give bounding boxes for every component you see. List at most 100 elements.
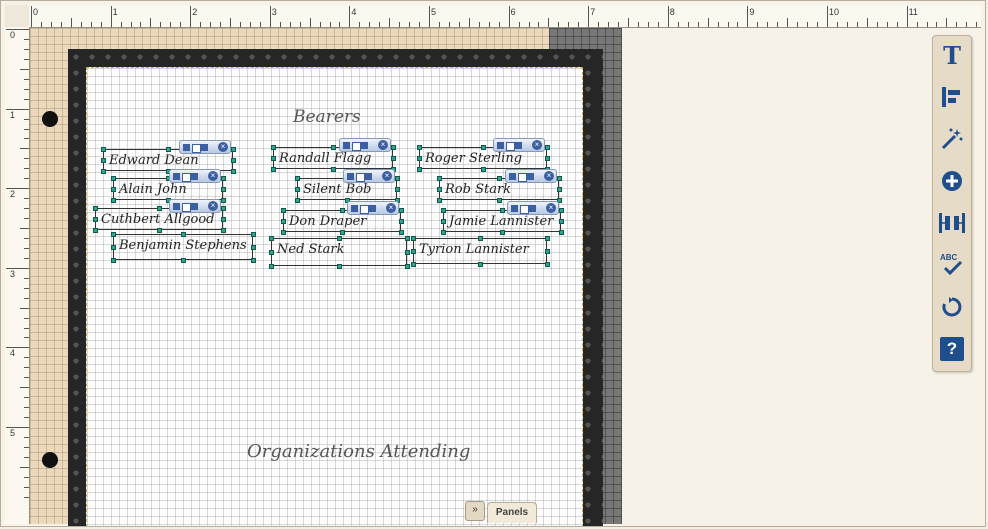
resize-handle[interactable] [559, 208, 564, 213]
resize-handle[interactable] [281, 208, 286, 213]
resize-handle[interactable] [417, 145, 422, 150]
resize-handle[interactable] [411, 249, 416, 254]
resize-handle[interactable] [251, 232, 256, 237]
resize-handle[interactable] [441, 208, 446, 213]
resize-handle[interactable] [557, 176, 562, 181]
resize-handle[interactable] [157, 228, 162, 233]
close-icon[interactable]: × [208, 171, 218, 181]
resize-handle[interactable] [417, 156, 422, 161]
resize-handle[interactable] [271, 167, 276, 172]
resize-handle[interactable] [295, 176, 300, 181]
resize-handle[interactable] [559, 219, 564, 224]
resize-handle[interactable] [269, 250, 274, 255]
resize-handle[interactable] [331, 145, 336, 150]
resize-handle[interactable] [251, 258, 256, 263]
resize-handle[interactable] [405, 236, 410, 241]
resize-handle[interactable] [545, 262, 550, 267]
close-icon[interactable]: × [208, 201, 218, 211]
resize-handle[interactable] [337, 236, 342, 241]
resize-handle[interactable] [93, 206, 98, 211]
resize-handle[interactable] [101, 158, 106, 163]
resize-handle[interactable] [478, 262, 483, 267]
resize-handle[interactable] [181, 258, 186, 263]
close-icon[interactable]: × [218, 142, 228, 152]
resize-handle[interactable] [497, 176, 502, 181]
element-controls[interactable]: × [347, 201, 399, 215]
resize-handle[interactable] [221, 206, 226, 211]
resize-handle[interactable] [295, 187, 300, 192]
close-icon[interactable]: × [378, 140, 388, 150]
resize-handle[interactable] [411, 262, 416, 267]
resize-handle[interactable] [231, 158, 236, 163]
name-text[interactable]: Edward Dean [109, 153, 199, 168]
resize-handle[interactable] [271, 156, 276, 161]
resize-handle[interactable] [111, 232, 116, 237]
distribute-tool-button[interactable] [937, 208, 967, 238]
resize-handle[interactable] [395, 187, 400, 192]
resize-handle[interactable] [405, 264, 410, 269]
resize-handle[interactable] [478, 236, 483, 241]
name-text[interactable]: Alain John [119, 182, 187, 197]
resize-handle[interactable] [500, 230, 505, 235]
resize-handle[interactable] [557, 187, 562, 192]
resize-handle[interactable] [405, 250, 410, 255]
add-element-button[interactable] [937, 166, 967, 196]
resize-handle[interactable] [221, 176, 226, 181]
close-icon[interactable]: × [532, 140, 542, 150]
resize-handle[interactable] [331, 167, 336, 172]
name-text[interactable]: Cuthbert Allgood [101, 212, 215, 227]
resize-handle[interactable] [497, 198, 502, 203]
element-controls[interactable]: × [507, 201, 559, 215]
resize-handle[interactable] [111, 258, 116, 263]
resize-handle[interactable] [559, 230, 564, 235]
resize-handle[interactable] [281, 219, 286, 224]
align-tool-button[interactable] [937, 82, 967, 112]
resize-handle[interactable] [557, 198, 562, 203]
resize-handle[interactable] [93, 228, 98, 233]
resize-handle[interactable] [269, 236, 274, 241]
resize-handle[interactable] [340, 208, 345, 213]
resize-handle[interactable] [545, 236, 550, 241]
resize-handle[interactable] [545, 249, 550, 254]
close-icon[interactable]: × [546, 203, 556, 213]
effects-tool-button[interactable] [937, 124, 967, 154]
resize-handle[interactable] [111, 198, 116, 203]
resize-handle[interactable] [391, 145, 396, 150]
resize-handle[interactable] [101, 169, 106, 174]
resize-handle[interactable] [231, 147, 236, 152]
element-controls[interactable]: × [493, 138, 545, 152]
close-icon[interactable]: × [544, 171, 554, 181]
resize-handle[interactable] [545, 156, 550, 161]
resize-handle[interactable] [437, 198, 442, 203]
resize-handle[interactable] [111, 176, 116, 181]
name-text[interactable]: Silent Bob [303, 182, 372, 197]
resize-handle[interactable] [101, 147, 106, 152]
element-controls[interactable]: × [169, 169, 221, 183]
resize-handle[interactable] [437, 176, 442, 181]
name-text[interactable]: Ned Stark [277, 242, 345, 257]
resize-handle[interactable] [395, 176, 400, 181]
close-icon[interactable]: × [386, 203, 396, 213]
resize-handle[interactable] [500, 208, 505, 213]
resize-handle[interactable] [441, 230, 446, 235]
resize-handle[interactable] [251, 245, 256, 250]
resize-handle[interactable] [111, 187, 116, 192]
resize-handle[interactable] [437, 187, 442, 192]
resize-handle[interactable] [399, 208, 404, 213]
resize-handle[interactable] [441, 219, 446, 224]
resize-handle[interactable] [221, 187, 226, 192]
name-text[interactable]: Don Draper [289, 214, 367, 229]
resize-handle[interactable] [417, 167, 422, 172]
resize-handle[interactable] [231, 169, 236, 174]
resize-handle[interactable] [295, 198, 300, 203]
element-controls[interactable]: × [343, 169, 395, 183]
element-controls[interactable]: × [169, 199, 221, 213]
undo-button[interactable] [937, 292, 967, 322]
resize-handle[interactable] [181, 232, 186, 237]
name-text[interactable]: Randall Flagg [279, 151, 372, 166]
name-text[interactable]: Roger Sterling [425, 151, 523, 166]
resize-handle[interactable] [399, 219, 404, 224]
resize-handle[interactable] [337, 264, 342, 269]
resize-handle[interactable] [481, 167, 486, 172]
name-text[interactable]: Tyrion Lannister [419, 242, 529, 257]
